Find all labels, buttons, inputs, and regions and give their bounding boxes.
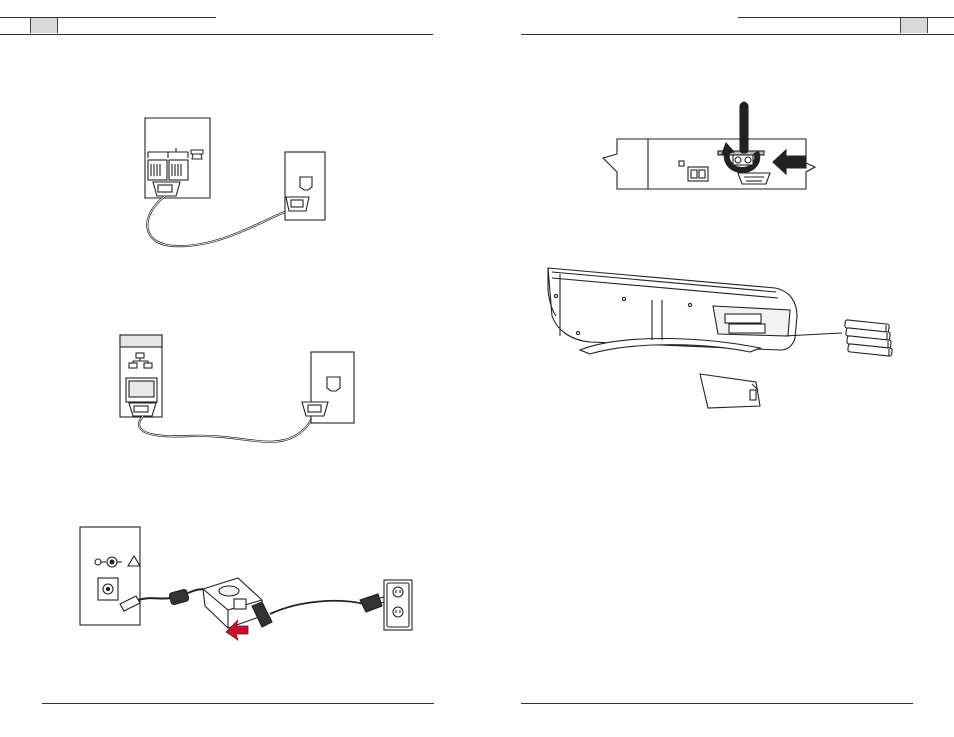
battery-cover xyxy=(700,374,760,408)
